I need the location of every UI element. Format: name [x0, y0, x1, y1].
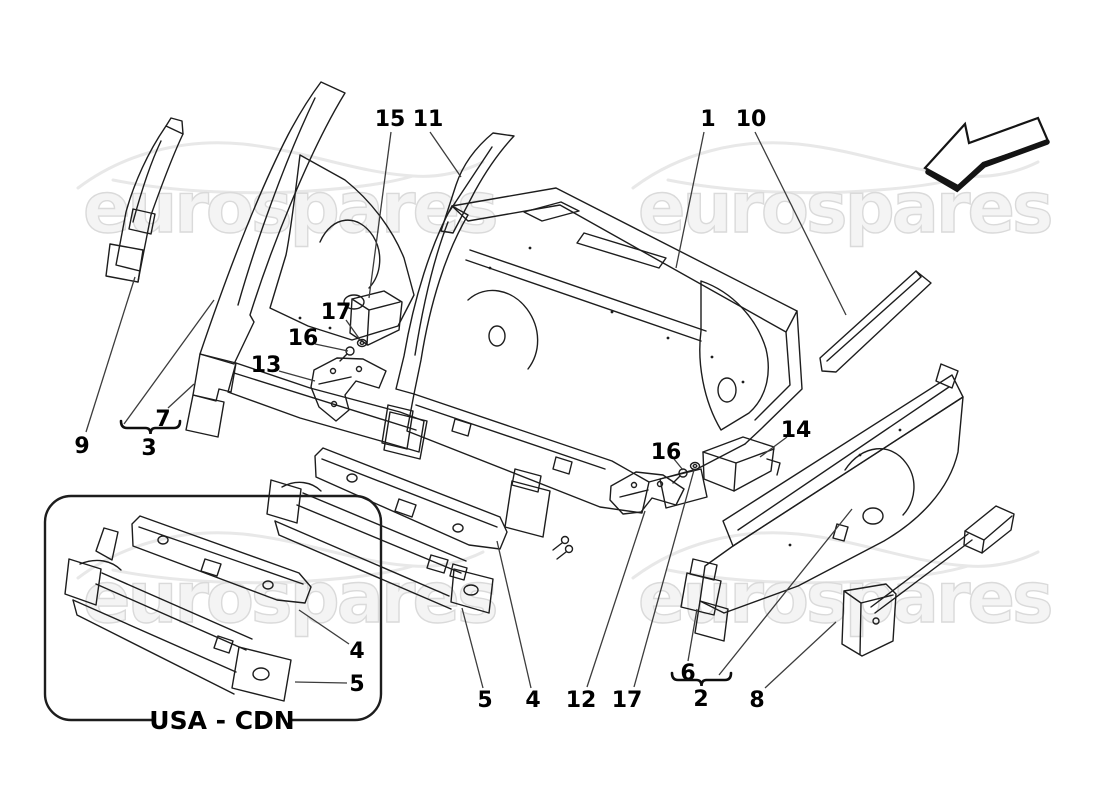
part-15-cover-box-drawing	[349, 290, 403, 346]
car-silhouette-swoosh-icon	[111, 564, 415, 585]
part-13-mount-bracket-drawing	[310, 357, 387, 422]
part-number-label-1: 1	[700, 107, 715, 132]
part-number-label-15: 15	[375, 107, 406, 132]
part-number-label-14: 14	[781, 418, 812, 443]
leader-line-part-4	[298, 609, 350, 645]
car-silhouette-swoosh-icon	[631, 531, 1040, 580]
leader-line-part-10	[754, 131, 847, 316]
eurospares-watermark: eurospares	[83, 557, 496, 639]
part-number-label-6: 6	[680, 661, 695, 686]
part-number-label-9: 9	[74, 434, 89, 459]
part-14-support-box-drawing	[702, 436, 781, 492]
group-bracket-part-2	[670, 671, 733, 687]
part-5-usa-sill-rail-drawing	[64, 527, 292, 702]
part-17-washer-icon	[689, 461, 701, 471]
leader-line-part-5	[461, 607, 484, 689]
loose-screws-icon	[552, 535, 574, 560]
part-3-a-pillar-frame-drawing	[185, 81, 428, 460]
part-number-label-17: 17	[321, 300, 352, 325]
watermark-top-right: eurospares	[631, 141, 1055, 250]
part-8-rail-bracket-drawing	[841, 505, 1015, 657]
leader-line-part-6	[687, 608, 698, 662]
part-5-sill-rail-drawing	[266, 479, 494, 614]
part-2-right-frame-drawing	[680, 363, 964, 642]
part-number-label-4: 4	[525, 688, 540, 713]
leader-line-part-4	[496, 540, 532, 689]
part-number-label-16: 16	[651, 440, 682, 465]
car-silhouette-swoosh-icon	[76, 141, 485, 190]
leader-line-part-5	[294, 681, 348, 684]
part-4-usa-crossmember-drawing	[131, 515, 312, 604]
leader-line-part-13	[278, 370, 316, 382]
part-12-mount-bracket-drawing	[609, 471, 685, 515]
part-number-label-11: 11	[413, 107, 444, 132]
part-10-sill-strip-drawing	[819, 270, 932, 373]
part-number-label-3: 3	[141, 436, 156, 461]
leader-line-part-14	[759, 436, 788, 458]
leader-line-part-15	[368, 131, 392, 299]
leader-line-part-7	[167, 383, 195, 409]
group-bracket-part-3	[119, 419, 182, 435]
part-9-inner-pillar-drawing	[105, 117, 184, 283]
watermark-top-left: eurospares	[76, 141, 500, 250]
leader-line-part-17	[633, 469, 695, 688]
leader-line-part-1	[675, 131, 705, 269]
part-4-crossmember-drawing	[314, 447, 508, 550]
part-number-label-16: 16	[288, 326, 319, 351]
part-number-label-5: 5	[349, 672, 364, 697]
part-number-label-12: 12	[566, 688, 597, 713]
part-17-washer-icon	[356, 338, 368, 348]
eurospares-watermark: eurospares	[83, 167, 496, 249]
watermark-layer: eurospares eurospares eurospares eurospa…	[76, 141, 1055, 640]
leader-line-part-3	[123, 299, 215, 425]
leader-line-part-8	[764, 621, 837, 689]
eurospares-watermark: eurospares	[638, 167, 1051, 249]
leader-lines-layer	[85, 131, 853, 689]
part-number-label-17: 17	[612, 688, 643, 713]
part-number-label-10: 10	[736, 107, 767, 132]
leader-line-part-16	[314, 343, 349, 352]
leader-line-part-17	[345, 319, 362, 342]
usa-cdn-region: USA - CDN	[43, 494, 383, 735]
eurospares-watermark: eurospares	[638, 557, 1051, 639]
leader-line-part-11	[429, 131, 462, 178]
leader-line-part-2	[718, 508, 853, 676]
watermark-bottom-left: eurospares	[76, 531, 500, 640]
watermark-bottom-right: eurospares	[631, 531, 1055, 640]
part-number-label-13: 13	[251, 353, 282, 378]
part-11-upper-wing-drawing	[440, 132, 515, 234]
part-number-label-4: 4	[349, 639, 364, 664]
part-number-label-8: 8	[749, 688, 764, 713]
leader-line-part-12	[586, 510, 646, 688]
leader-line-part-16	[673, 458, 684, 471]
part-number-label-2: 2	[693, 687, 708, 712]
leader-line-part-9	[85, 276, 136, 433]
direction-arrow-icon	[923, 116, 1050, 193]
part-1-front-structure-drawing	[381, 187, 803, 538]
usa-cdn-region-label: USA - CDN	[149, 706, 294, 735]
part-number-label-5: 5	[477, 688, 492, 713]
car-silhouette-swoosh-icon	[666, 564, 970, 585]
part-number-label-7: 7	[155, 407, 170, 432]
car-silhouette-swoosh-icon	[111, 174, 415, 195]
